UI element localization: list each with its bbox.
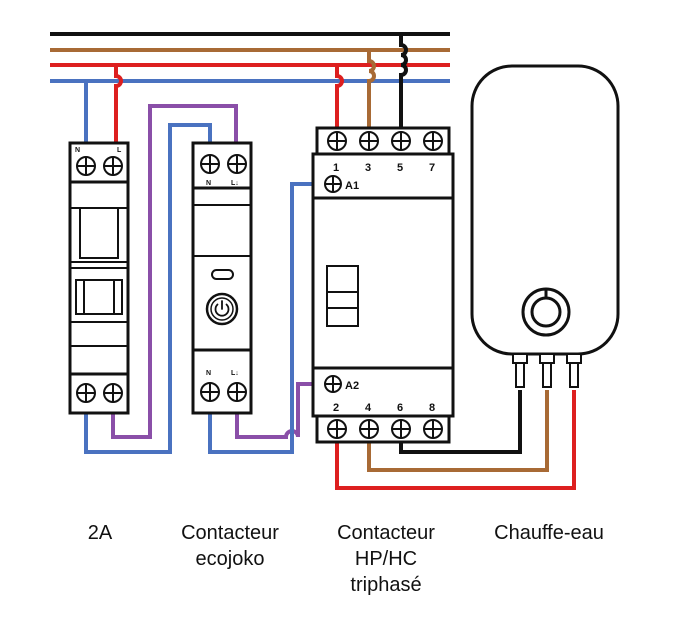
heater-connector (566, 353, 582, 388)
wire-red-to-contactor (335, 65, 344, 130)
ecojoko-module: N L↓ N L↓ (191, 141, 253, 415)
breaker-module: N L (68, 141, 130, 415)
breaker-toggle[interactable] (75, 279, 123, 315)
screw-icon (327, 419, 347, 439)
terminal-2-label: 2 (333, 402, 339, 414)
ecojoko-top-l-label: L↓ (231, 180, 239, 187)
wire-black-to-contactor (399, 34, 408, 130)
terminal-3-label: 3 (365, 162, 371, 174)
wire-purple-breaker-ecojoko (111, 104, 238, 439)
wires-contactor-in (335, 34, 408, 130)
screw-icon (103, 156, 123, 176)
caption-contactor-line2: HP/HC (355, 548, 417, 570)
caption-breaker: 2A (88, 522, 113, 544)
indicator-led (211, 269, 234, 280)
screw-icon (359, 131, 379, 151)
ecojoko-bottom-l-label: L↓ (231, 370, 239, 377)
terminal-8-label: 8 (429, 402, 435, 414)
caption-ecojoko-line2: ecojoko (196, 548, 265, 570)
terminal-1-label: 1 (333, 162, 339, 174)
terminal-5-label: 5 (397, 162, 403, 174)
power-button-icon[interactable] (205, 292, 239, 326)
caption-contactor-line3: triphasé (350, 574, 421, 596)
screw-icon (359, 419, 379, 439)
screw-icon (200, 382, 220, 402)
wire-red-to-heater (335, 390, 576, 490)
screw-icon (423, 131, 443, 151)
caption-ecojoko-line1: Contacteur (181, 522, 279, 544)
breaker-terminal-l-label: L (117, 147, 122, 154)
terminal-4-label: 4 (365, 402, 372, 414)
wire-red-to-breaker (114, 65, 123, 146)
coil-a2-label: A2 (345, 380, 359, 392)
screw-icon (423, 419, 443, 439)
thermostat-knob-icon[interactable] (521, 287, 571, 337)
ecojoko-bottom-n-label: N (206, 370, 211, 377)
breaker-terminal-n-label: N (75, 147, 80, 154)
screw-icon (103, 383, 123, 403)
heater-connector (512, 353, 528, 388)
heater-connector (539, 353, 555, 388)
caption-contactor-line1: Contacteur (337, 522, 435, 544)
supply-bus (50, 32, 450, 83)
terminal-7-label: 7 (429, 162, 435, 174)
captions: 2A Contacteur ecojoko Contacteur HP/HC t… (88, 522, 604, 596)
screw-icon (200, 154, 220, 174)
contactor-indicator-window (326, 265, 359, 327)
ecojoko-top-n-label: N (206, 180, 211, 187)
wire-blue-breaker-ecojoko (84, 123, 212, 454)
screw-icon (391, 131, 411, 151)
screw-icon (324, 375, 342, 393)
terminal-6-label: 6 (397, 402, 403, 414)
screw-icon (76, 156, 96, 176)
screw-icon (227, 382, 247, 402)
contactor-module: 1 3 5 7 A1 A2 2 4 6 8 (311, 126, 455, 444)
screw-icon (76, 383, 96, 403)
wires-contactor-out (335, 390, 576, 490)
caption-heater: Chauffe-eau (494, 522, 604, 544)
wire-brown-to-heater (367, 390, 549, 472)
coil-a1-label: A1 (345, 180, 359, 192)
wire-black-to-heater (399, 390, 522, 454)
screw-icon (391, 419, 411, 439)
screw-icon (324, 175, 342, 193)
wires-left (84, 65, 324, 454)
screw-icon (327, 131, 347, 151)
wire-brown-to-contactor (367, 50, 376, 130)
wire-blue-ecojoko-a1 (208, 182, 324, 454)
water-heater (470, 64, 620, 388)
screw-icon (227, 154, 247, 174)
